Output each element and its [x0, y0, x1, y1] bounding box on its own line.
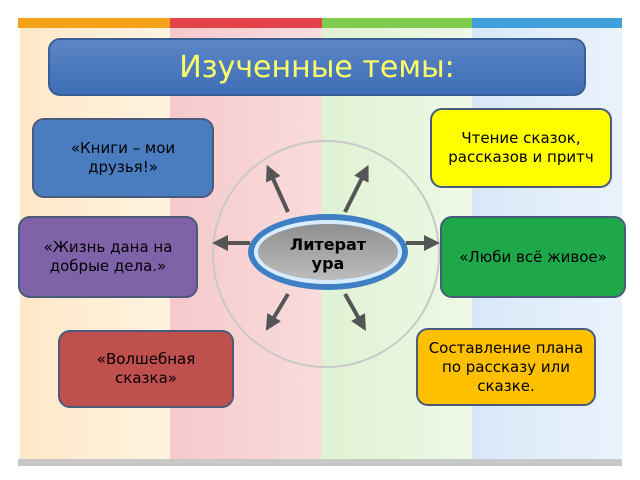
bottom-bar	[18, 459, 622, 466]
arrow-down-right	[343, 293, 366, 331]
top-bar-orange	[18, 18, 170, 28]
topic-label: Составление плана по рассказу или сказке…	[428, 338, 584, 395]
outer-circle	[212, 140, 440, 368]
topic-love-all-living: «Люби всё живое»	[440, 216, 626, 298]
topic-life-good-deeds: «Жизнь дана на добрые дела.»	[18, 216, 198, 298]
center-literature: Литерат ура	[254, 220, 402, 284]
topic-label: Чтение сказок, рассказов и притч	[448, 129, 594, 166]
top-bar-red	[170, 18, 322, 28]
topic-label: «Жизнь дана на добрые дела.»	[43, 238, 173, 275]
topic-label: «Книги – мои друзья!»	[70, 139, 176, 176]
topic-label: «Волшебная сказка»	[96, 350, 196, 387]
topic-reading-tales: Чтение сказок, рассказов и притч	[430, 108, 612, 188]
arrow-down-left	[265, 292, 290, 331]
top-bar-blue	[472, 18, 622, 28]
topic-label: «Люби всё живое»	[459, 247, 607, 266]
arrow-up-left	[265, 164, 290, 213]
topic-books-friends: «Книги – мои друзья!»	[32, 118, 214, 198]
top-bar-green	[322, 18, 472, 28]
topic-plan-composition: Составление плана по рассказу или сказке…	[416, 328, 596, 406]
center-label: Литерат ура	[289, 235, 367, 273]
topic-magic-tale: «Волшебная сказка»	[58, 330, 234, 408]
page-title: Изученные темы:	[48, 38, 586, 96]
arrow-up-right	[343, 164, 369, 213]
